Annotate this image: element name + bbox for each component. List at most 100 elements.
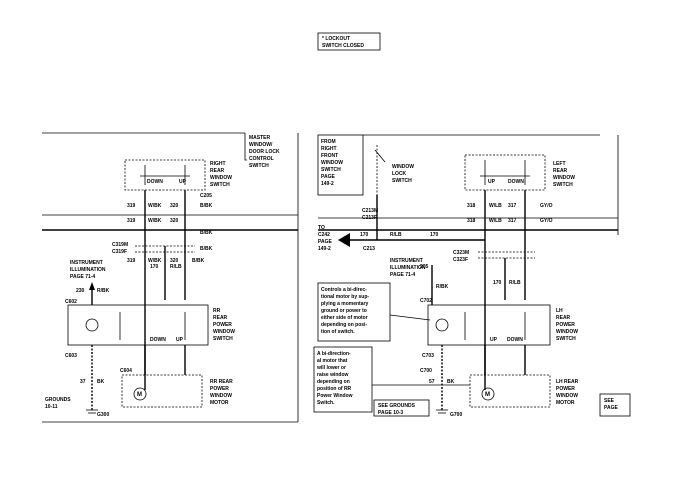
lr-window-switch-box — [464, 154, 546, 191]
svg-text:SWITCH: SWITCH — [556, 336, 576, 342]
contact-down: DOWN — [147, 179, 163, 185]
svg-text:RIGHT: RIGHT — [210, 161, 226, 167]
svg-text:WINDOW: WINDOW — [210, 393, 232, 399]
master-switch-label: MASTER WINDOW/ DOOR LOCK CONTROL SWITCH — [249, 135, 280, 169]
illumination-bulb-icon — [85, 318, 99, 332]
svg-text:R/LB: R/LB — [170, 264, 182, 270]
connector-c702: C702 — [420, 298, 432, 304]
svg-text:M: M — [137, 392, 142, 398]
instrument-illumination-left: INSTRUMENT ILLUMINATION PAGE 71-4 — [70, 260, 106, 280]
svg-text:230: 230 — [76, 288, 85, 294]
arrow-up-icon — [89, 282, 95, 290]
svg-text:WINDOW: WINDOW — [213, 329, 235, 335]
svg-text:INSTRUMENT: INSTRUMENT — [70, 260, 103, 266]
svg-text:position of RR: position of RR — [317, 386, 352, 392]
right-circuit: FROM RIGHT FRONT WINDOW SWITCH PAGE 149-… — [313, 134, 631, 418]
connector-c603: C603 — [65, 353, 77, 359]
window-lock-switch-label: WINDOW LOCK SWITCH — [392, 164, 414, 184]
svg-text:MASTER: MASTER — [249, 135, 271, 141]
contact-down-right: DOWN — [508, 179, 524, 185]
svg-text:PAGE: PAGE — [604, 405, 618, 411]
connector-c213: C213 — [363, 246, 375, 252]
svg-text:WINDOW/: WINDOW/ — [249, 142, 273, 148]
svg-text:GY/O: GY/O — [540, 218, 553, 224]
svg-text:ground or power to: ground or power to — [321, 308, 367, 314]
svg-text:A bi-direction-: A bi-direction- — [317, 351, 351, 357]
lh-rear-motor-box — [469, 374, 551, 408]
svg-text:170: 170 — [150, 264, 159, 270]
ground-g300: G300 — [97, 412, 109, 418]
svg-text:PAGE: PAGE — [321, 174, 335, 180]
connector-c213f: C213F — [362, 215, 377, 221]
connector-c319f: C319F — [112, 249, 127, 255]
svg-text:SWITCH: SWITCH — [321, 167, 341, 173]
svg-text:170: 170 — [493, 280, 502, 286]
svg-text:POWER: POWER — [213, 322, 232, 328]
svg-text:WINDOW: WINDOW — [556, 329, 578, 335]
lh-rear-motor-label: LH REAR POWER WINDOW MOTOR — [556, 379, 579, 406]
svg-text:PAGE 71-4: PAGE 71-4 — [390, 272, 415, 278]
svg-text:W/LB: W/LB — [489, 218, 502, 224]
svg-text:GY/O: GY/O — [540, 203, 553, 209]
svg-text:319: 319 — [127, 203, 136, 209]
svg-text:REAR: REAR — [553, 168, 568, 174]
svg-text:UP: UP — [176, 337, 184, 343]
arrow-left-icon — [338, 233, 350, 247]
rr-power-window-switch-label: RR REAR POWER WINDOW SWITCH — [213, 308, 235, 342]
svg-text:DOWN: DOWN — [150, 337, 166, 343]
svg-text:SWITCH: SWITCH — [213, 336, 233, 342]
connector-c604: C604 — [120, 368, 132, 374]
svg-text:317: 317 — [508, 203, 517, 209]
svg-text:al motor that: al motor that — [317, 358, 348, 364]
callout-switch-note — [317, 282, 391, 342]
svg-text:RIGHT: RIGHT — [321, 146, 337, 152]
svg-text:WINDOW: WINDOW — [556, 393, 578, 399]
svg-text:POWER: POWER — [556, 386, 575, 392]
svg-text:DOWN: DOWN — [507, 337, 523, 343]
svg-text:FROM: FROM — [321, 139, 336, 145]
svg-text:TO: TO — [318, 225, 325, 231]
connector-c323m: C323M — [453, 250, 469, 256]
connector-c319m: C319M — [112, 242, 128, 248]
svg-text:depending on: depending on — [317, 379, 350, 385]
svg-text:ILLUMINATION: ILLUMINATION — [70, 267, 106, 273]
lr-window-switch-label: LEFT REAR WINDOW SWITCH — [553, 161, 575, 188]
svg-text:W/BK: W/BK — [148, 258, 162, 264]
svg-text:WINDOW: WINDOW — [321, 160, 343, 166]
svg-text:W/BK: W/BK — [148, 218, 162, 224]
svg-text:149-2: 149-2 — [318, 246, 331, 252]
svg-text:SWITCH: SWITCH — [392, 178, 412, 184]
svg-text:319: 319 — [127, 258, 136, 264]
svg-text:320: 320 — [170, 203, 179, 209]
rr-power-window-switch-box — [67, 304, 209, 346]
svg-text:57: 57 — [429, 379, 435, 385]
rr-rear-motor-label: RR REAR POWER WINDOW MOTOR — [210, 379, 233, 406]
svg-text:B/BK: B/BK — [200, 246, 213, 252]
callout-motor-note — [313, 346, 373, 413]
svg-text:B/BK: B/BK — [200, 203, 213, 209]
svg-text:10-11: 10-11 — [45, 404, 58, 410]
connector-c205: C205 — [200, 193, 212, 199]
svg-text:LEFT: LEFT — [553, 161, 566, 167]
svg-text:317: 317 — [508, 218, 517, 224]
svg-text:will lower or: will lower or — [316, 365, 346, 371]
grounds-left: GROUNDS 10-11 — [45, 397, 71, 410]
see-page-cut-box — [599, 393, 631, 417]
contact-up: UP — [179, 179, 187, 185]
svg-text:WINDOW: WINDOW — [553, 175, 575, 181]
svg-text:POWER: POWER — [210, 386, 229, 392]
svg-text:tional motor by sup-: tional motor by sup- — [321, 294, 369, 300]
svg-text:REAR: REAR — [213, 315, 228, 321]
from-rf-switch-box — [317, 134, 364, 196]
svg-text:R/BK: R/BK — [97, 288, 110, 294]
svg-text:C242: C242 — [318, 232, 330, 238]
connector-c323f: C323F — [453, 257, 468, 263]
svg-text:MOTOR: MOTOR — [210, 400, 229, 406]
svg-text:SEE GROUNDS: SEE GROUNDS — [378, 403, 416, 409]
svg-text:R/LB: R/LB — [390, 232, 402, 238]
rr-window-switch-label: RIGHT REAR WINDOW SWITCH — [210, 161, 232, 188]
svg-text:318: 318 — [467, 218, 476, 224]
svg-text:R/LB: R/LB — [509, 280, 521, 286]
svg-text:WINDOW: WINDOW — [210, 175, 232, 181]
